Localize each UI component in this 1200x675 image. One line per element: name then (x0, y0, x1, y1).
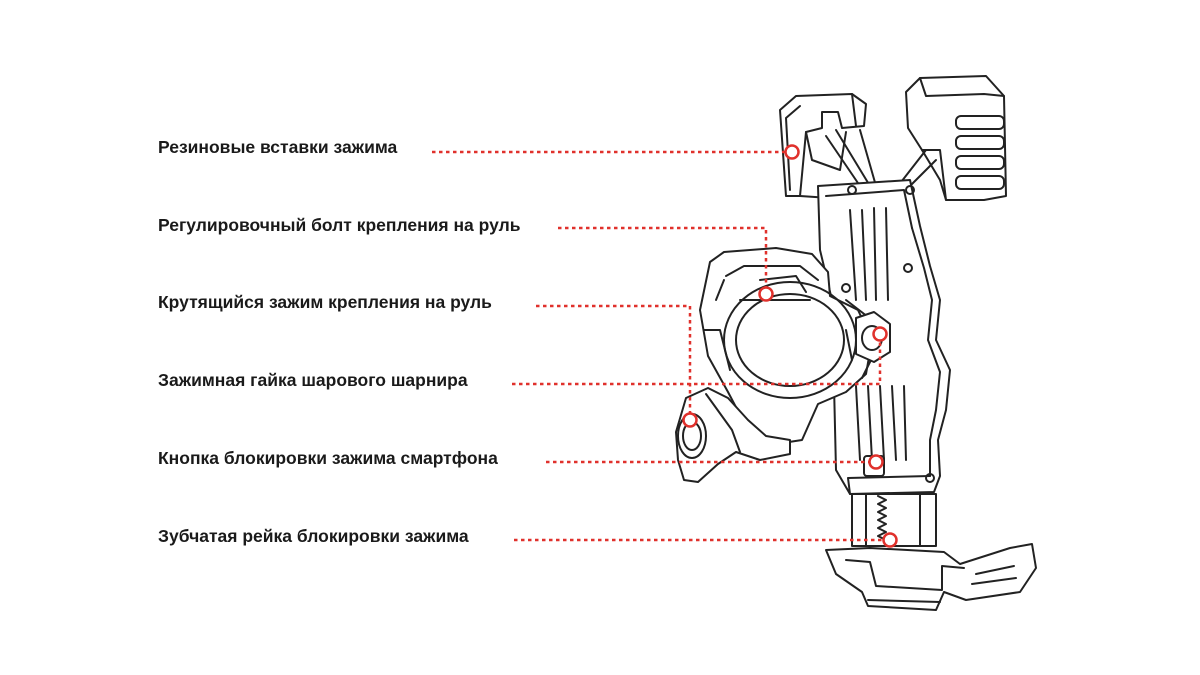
callout-marker-rubber-inserts (784, 144, 800, 160)
callout-marker-adjustment-bolt (758, 286, 774, 302)
top-right-jaw (905, 75, 1007, 201)
label-rotating-handlebar-clamp: Крутящийся зажим крепления на руль (158, 292, 492, 312)
handlebar-clamp (699, 247, 877, 445)
leader-lines (432, 150, 888, 542)
callout-marker-rotating-clamp (682, 412, 698, 428)
callout-marker-lock-button (868, 454, 884, 470)
label-clamp-lock-toothed-rack: Зубчатая рейка блокировки зажима (158, 526, 469, 546)
clamp-lever (675, 387, 791, 483)
callout-marker-ball-joint-nut (872, 326, 888, 342)
label-handlebar-adjustment-bolt: Регулировочный болт крепления на руль (158, 215, 521, 235)
bottom-jaw (825, 543, 1037, 611)
label-phone-clamp-lock-button: Кнопка блокировки зажима смартфона (158, 448, 498, 468)
label-ball-joint-clamp-nut: Зажимная гайка шарового шарнира (158, 370, 468, 390)
top-left-jaw (779, 93, 867, 199)
callout-markers (682, 144, 898, 548)
label-rubber-clamp-inserts: Резиновые вставки зажима (158, 137, 398, 157)
leader-line-rotating-clamp (536, 304, 692, 418)
phone-holder-illustration (675, 75, 1037, 611)
callout-marker-toothed-rack (882, 532, 898, 548)
